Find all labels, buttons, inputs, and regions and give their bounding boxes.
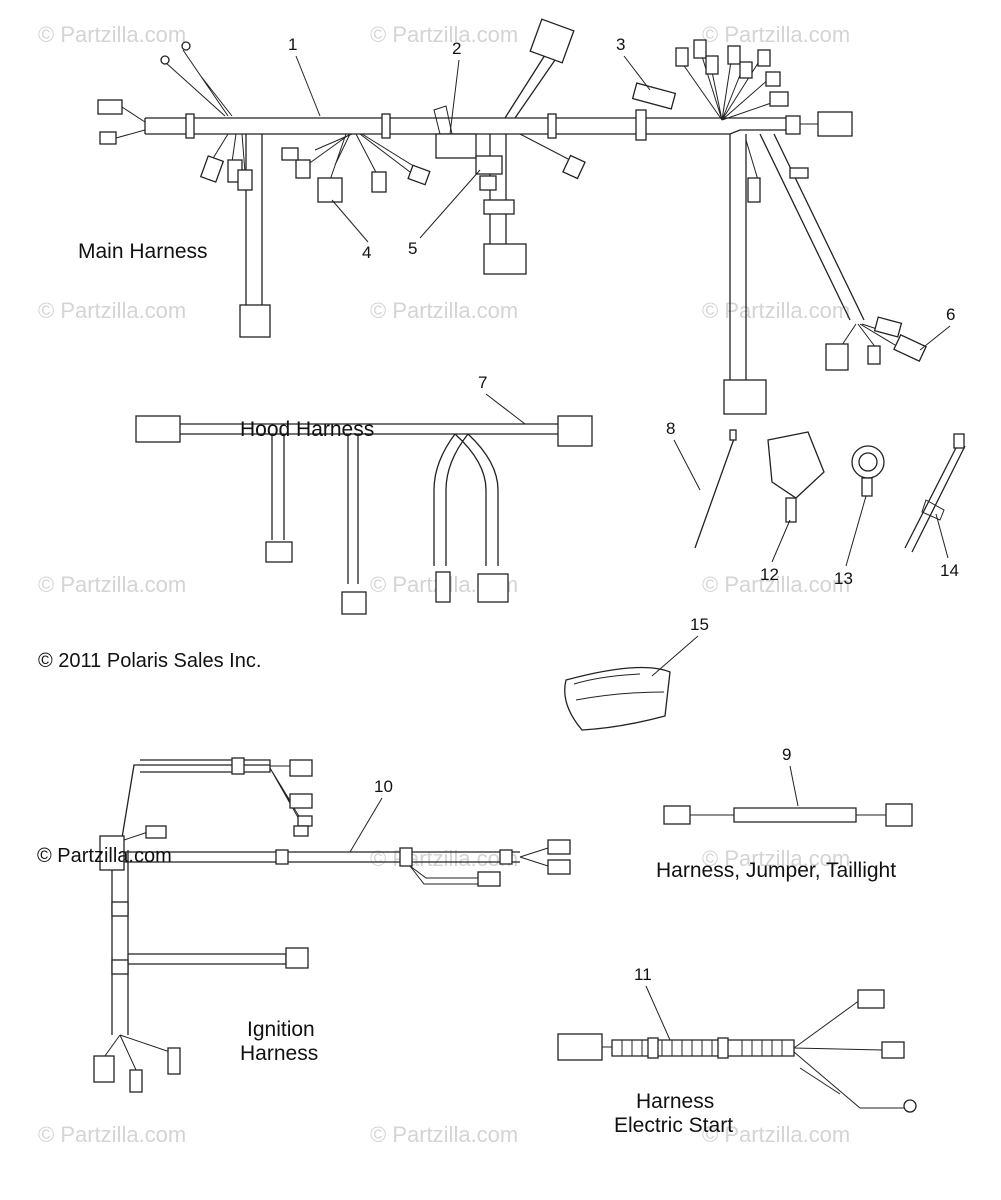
leader-line	[485, 393, 526, 425]
leader-line	[935, 513, 949, 559]
leader-line	[673, 439, 701, 491]
jumper-taillight-drawing	[663, 803, 913, 827]
watermark: © Partzilla.com	[702, 846, 850, 871]
watermark: © Partzilla.com	[702, 1122, 850, 1147]
small-parts-drawing	[694, 429, 966, 553]
assembly-title-main: Main Harness	[78, 240, 208, 263]
assembly-title-taillight: Harness, Jumper, Taillight	[656, 859, 896, 882]
main-harness-callouts: 1 2 3 4 5 6	[288, 35, 955, 351]
callout-number: 13	[834, 569, 853, 588]
watermark: © Partzilla.com	[38, 22, 186, 47]
watermark: © Partzilla.com	[370, 1122, 518, 1147]
callout-number: 5	[408, 239, 417, 258]
leader-line	[771, 519, 791, 563]
leader-line	[651, 635, 699, 677]
watermark: © Partzilla.com	[702, 298, 850, 323]
callout-number: 9	[782, 745, 791, 764]
leader-line	[845, 495, 867, 567]
callout-number: 10	[374, 777, 393, 796]
callout-number: 11	[634, 965, 652, 984]
assembly-title-hood: Hood Harness	[240, 418, 374, 441]
watermark: © Partzilla.com	[38, 572, 186, 597]
callout-number: 1	[288, 35, 297, 54]
watermark: © Partzilla.com	[370, 846, 518, 871]
assembly-title-electric-start-1: Harness	[636, 1090, 714, 1113]
leader-line	[349, 797, 383, 853]
copyright-notice: © 2011 Polaris Sales Inc.	[38, 650, 261, 672]
watermark: © Partzilla.com	[702, 572, 850, 597]
callout-number: 7	[478, 373, 487, 392]
callout-number: 3	[616, 35, 625, 54]
watermark: © Partzilla.com	[370, 298, 518, 323]
callout-number: 6	[946, 305, 955, 324]
leader-line	[645, 985, 671, 1041]
corner-watermark: © Partzilla.com	[37, 845, 172, 867]
callout-number: 14	[940, 561, 959, 580]
assembly-title-ignition-1: Ignition	[247, 1018, 315, 1041]
assembly-title-ignition-2: Harness	[240, 1042, 318, 1065]
callout-number: 15	[690, 615, 709, 634]
watermark: © Partzilla.com	[370, 22, 518, 47]
callout-number: 4	[362, 243, 371, 262]
watermark: © Partzilla.com	[38, 298, 186, 323]
boot-drawing	[564, 666, 671, 731]
ignition-harness-drawing	[93, 757, 571, 1093]
assembly-title-electric-start-2: Electric Start	[614, 1114, 733, 1137]
callout-number: 12	[760, 565, 779, 584]
hood-harness-drawing	[135, 415, 593, 615]
leader-line	[789, 765, 799, 807]
watermark: © Partzilla.com	[38, 1122, 186, 1147]
main-harness-drawing	[97, 18, 927, 415]
watermark: © Partzilla.com	[702, 22, 850, 47]
callout-number: 2	[452, 39, 461, 58]
electric-start-drawing	[557, 989, 917, 1113]
callout-number: 8	[666, 419, 675, 438]
